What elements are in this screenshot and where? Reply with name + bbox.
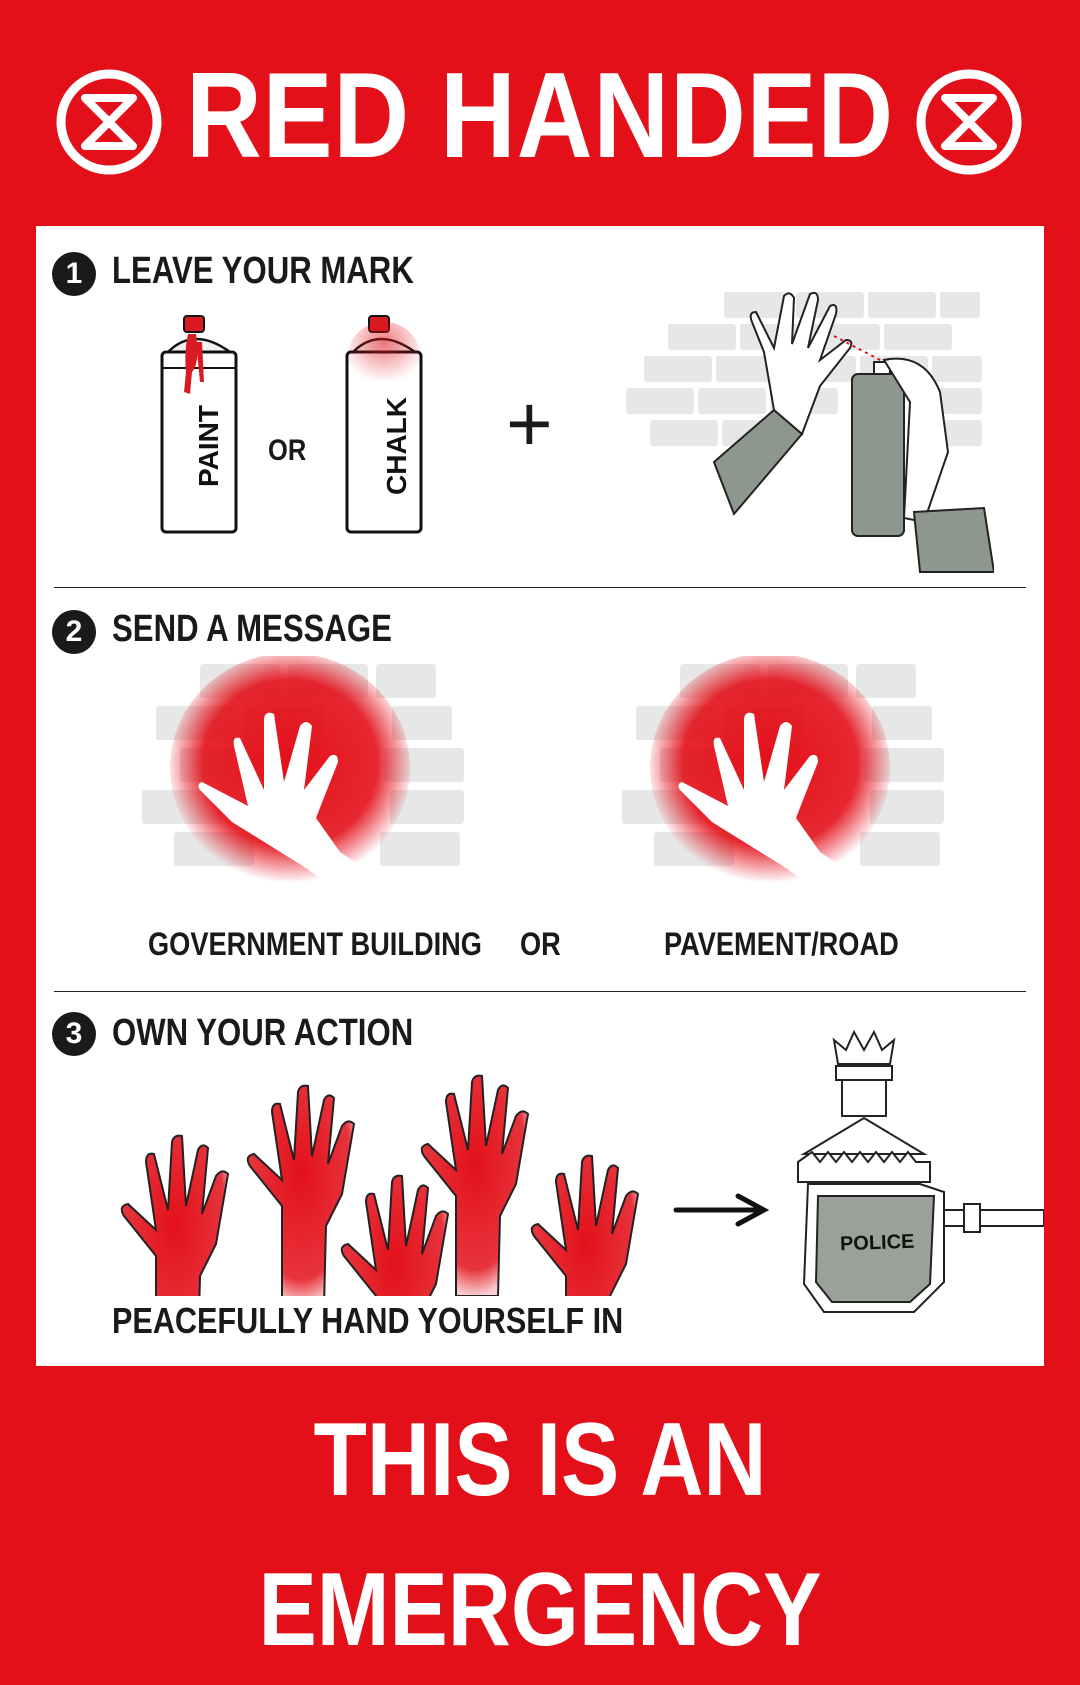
arrow-right-icon (673, 1193, 770, 1227)
poster-title: RED HANDED (185, 47, 895, 183)
step-1-title: LEAVE YOUR MARK (112, 250, 414, 292)
step-2-or-label: OR (520, 926, 561, 962)
red-handprint-wall-illustration (142, 656, 464, 904)
section-divider (54, 991, 1026, 992)
poster-header: RED HANDED (0, 0, 1080, 225)
paint-can-label: PAINT (192, 405, 224, 487)
step-2-number: 2 (52, 610, 96, 654)
step-3-number: 3 (52, 1012, 96, 1056)
step-3-caption: PEACEFULLY HAND YOURSELF IN (112, 1300, 624, 1341)
spray-chalk-can-icon (345, 315, 423, 534)
police-lamp-illustration (797, 1029, 1044, 1313)
extinction-symbol-icon (916, 69, 1022, 175)
step-1-or-label: OR (268, 434, 307, 467)
poster-footer-slogan: THIS IS AN EMERGENCY (258, 1402, 822, 1668)
instructions-panel: 1 LEAVE YOUR MARK PAINT OR CHALK + (36, 226, 1044, 1366)
step-1-number: 1 (52, 252, 96, 296)
option-pavement-road: PAVEMENT/ROAD (664, 926, 899, 962)
option-government-building: GOVERNMENT BUILDING (148, 926, 482, 962)
spraying-hand-illustration (626, 291, 994, 573)
section-divider (54, 587, 1026, 588)
plus-sign: + (506, 379, 553, 468)
red-handprint-pavement-illustration (622, 656, 944, 904)
step-2-title: SEND A MESSAGE (112, 608, 392, 650)
step-3-title: OWN YOUR ACTION (112, 1012, 414, 1054)
extinction-symbol-icon (56, 69, 162, 175)
raised-red-hands-illustration (120, 1074, 639, 1296)
spray-paint-can-icon (160, 315, 238, 534)
police-lamp-label: POLICE (839, 1230, 915, 1256)
chalk-can-label: CHALK (381, 397, 412, 495)
